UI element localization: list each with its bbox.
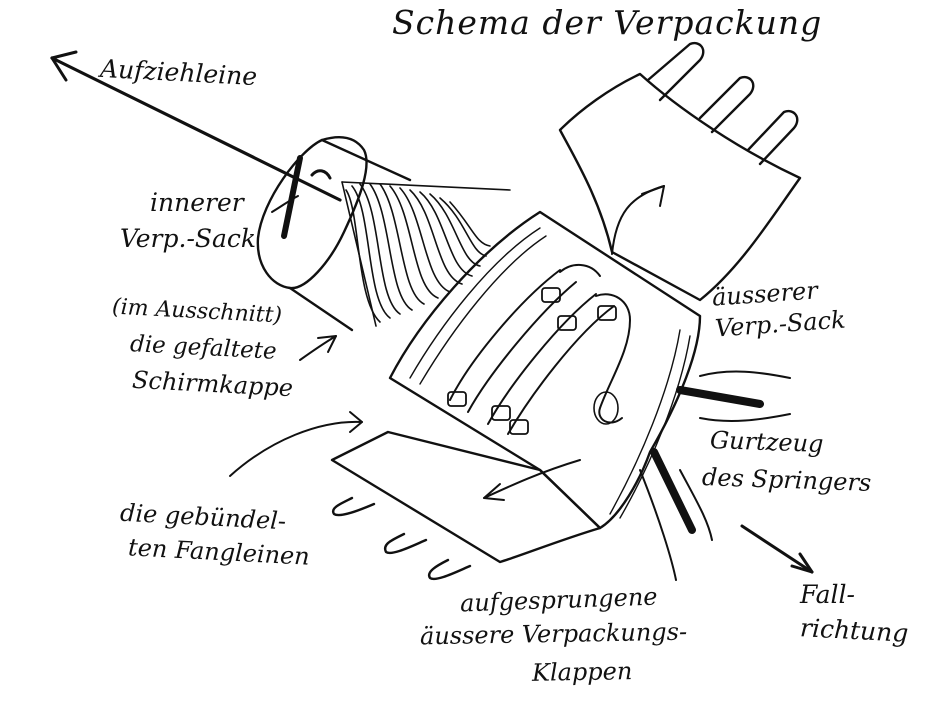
harness [639, 370, 791, 581]
outer-bag-flap [558, 41, 802, 302]
static-line [50, 50, 342, 202]
lower-flap [330, 430, 602, 581]
label-flaps-line2: äussere Verpackungs- [419, 617, 688, 651]
leader-arrows [229, 195, 814, 574]
container-body [388, 210, 702, 530]
label-harness-line1: Gurtzeug [709, 426, 824, 458]
label-fall-direction-line2: richtung [799, 613, 910, 648]
inner-bag [256, 136, 412, 332]
label-harness-line2: des Springers [701, 463, 872, 497]
label-flaps-line3: Klappen [531, 657, 633, 687]
label-inner-bag-line2: Verp.-Sack [120, 224, 257, 253]
diagram-title: Schema der Verpackung [392, 3, 823, 42]
folded-canopy [341, 181, 511, 327]
label-inner-bag-line1: innerer [150, 188, 244, 217]
label-fall-direction-line1: Fall- [800, 580, 855, 609]
